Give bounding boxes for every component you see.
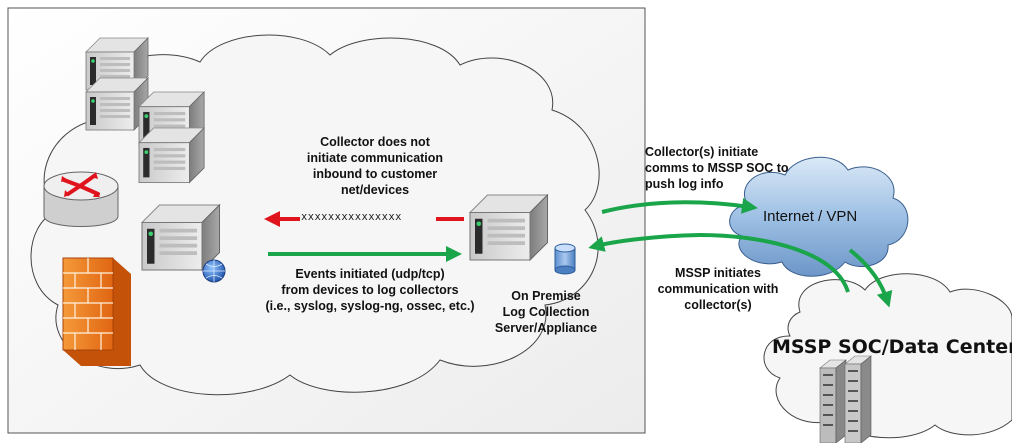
label-line: (i.e., syslog, syslog-ng, ossec, etc.) [265, 299, 475, 313]
label-line: from devices to log collectors [281, 283, 459, 297]
events-initiated-label: Events initiated (udp/tcp) from devices … [255, 266, 485, 314]
label-line: initiate communication [306, 151, 444, 165]
collector-to-internet-arrow [601, 197, 758, 214]
datacenter-icon [819, 355, 872, 443]
collector-no-initiate-label: Collector does not initiate communicatio… [286, 134, 464, 198]
router-icon [43, 171, 119, 227]
internet-vpn-label: Internet / VPN [763, 208, 858, 225]
firewall-icon [62, 257, 131, 366]
label-line: collector(s) [684, 298, 752, 312]
log-collector-icon [469, 194, 549, 261]
blocked-x-marks: xxxxxxxxxxxxxxx [301, 211, 402, 223]
label-line: net/devices [340, 183, 410, 197]
internet-vpn-cloud [729, 156, 909, 277]
label-line: inbound to customer [312, 167, 438, 181]
label-line: Server/Appliance [494, 321, 598, 335]
label-line: MSSP initiates [675, 266, 761, 280]
on-premise-label: On Premise Log Collection Server/Applian… [476, 288, 616, 336]
collector-initiate-label: Collector(s) initiate comms to MSSP SOC … [645, 144, 789, 192]
soc-datacenter-label: MSSP SOC/Data Center [772, 336, 1012, 358]
label-line: Collector(s) initiate [645, 145, 759, 159]
label-line: Events initiated (udp/tcp) [295, 267, 445, 281]
mssp-initiates-label: MSSP initiates communication with collec… [643, 265, 793, 313]
label-line: Collector does not [320, 135, 430, 149]
internet-to-soc-arrow [848, 248, 893, 308]
web-server-icon [141, 204, 226, 283]
label-line: push log info [645, 177, 724, 191]
label-line: comms to MSSP SOC to [645, 161, 789, 175]
mssp-to-collector-arrow [588, 232, 850, 293]
label-line: On Premise [511, 289, 581, 303]
label-line: communication with [657, 282, 779, 296]
label-line: Log Collection [502, 305, 590, 319]
database-icon [554, 243, 576, 275]
